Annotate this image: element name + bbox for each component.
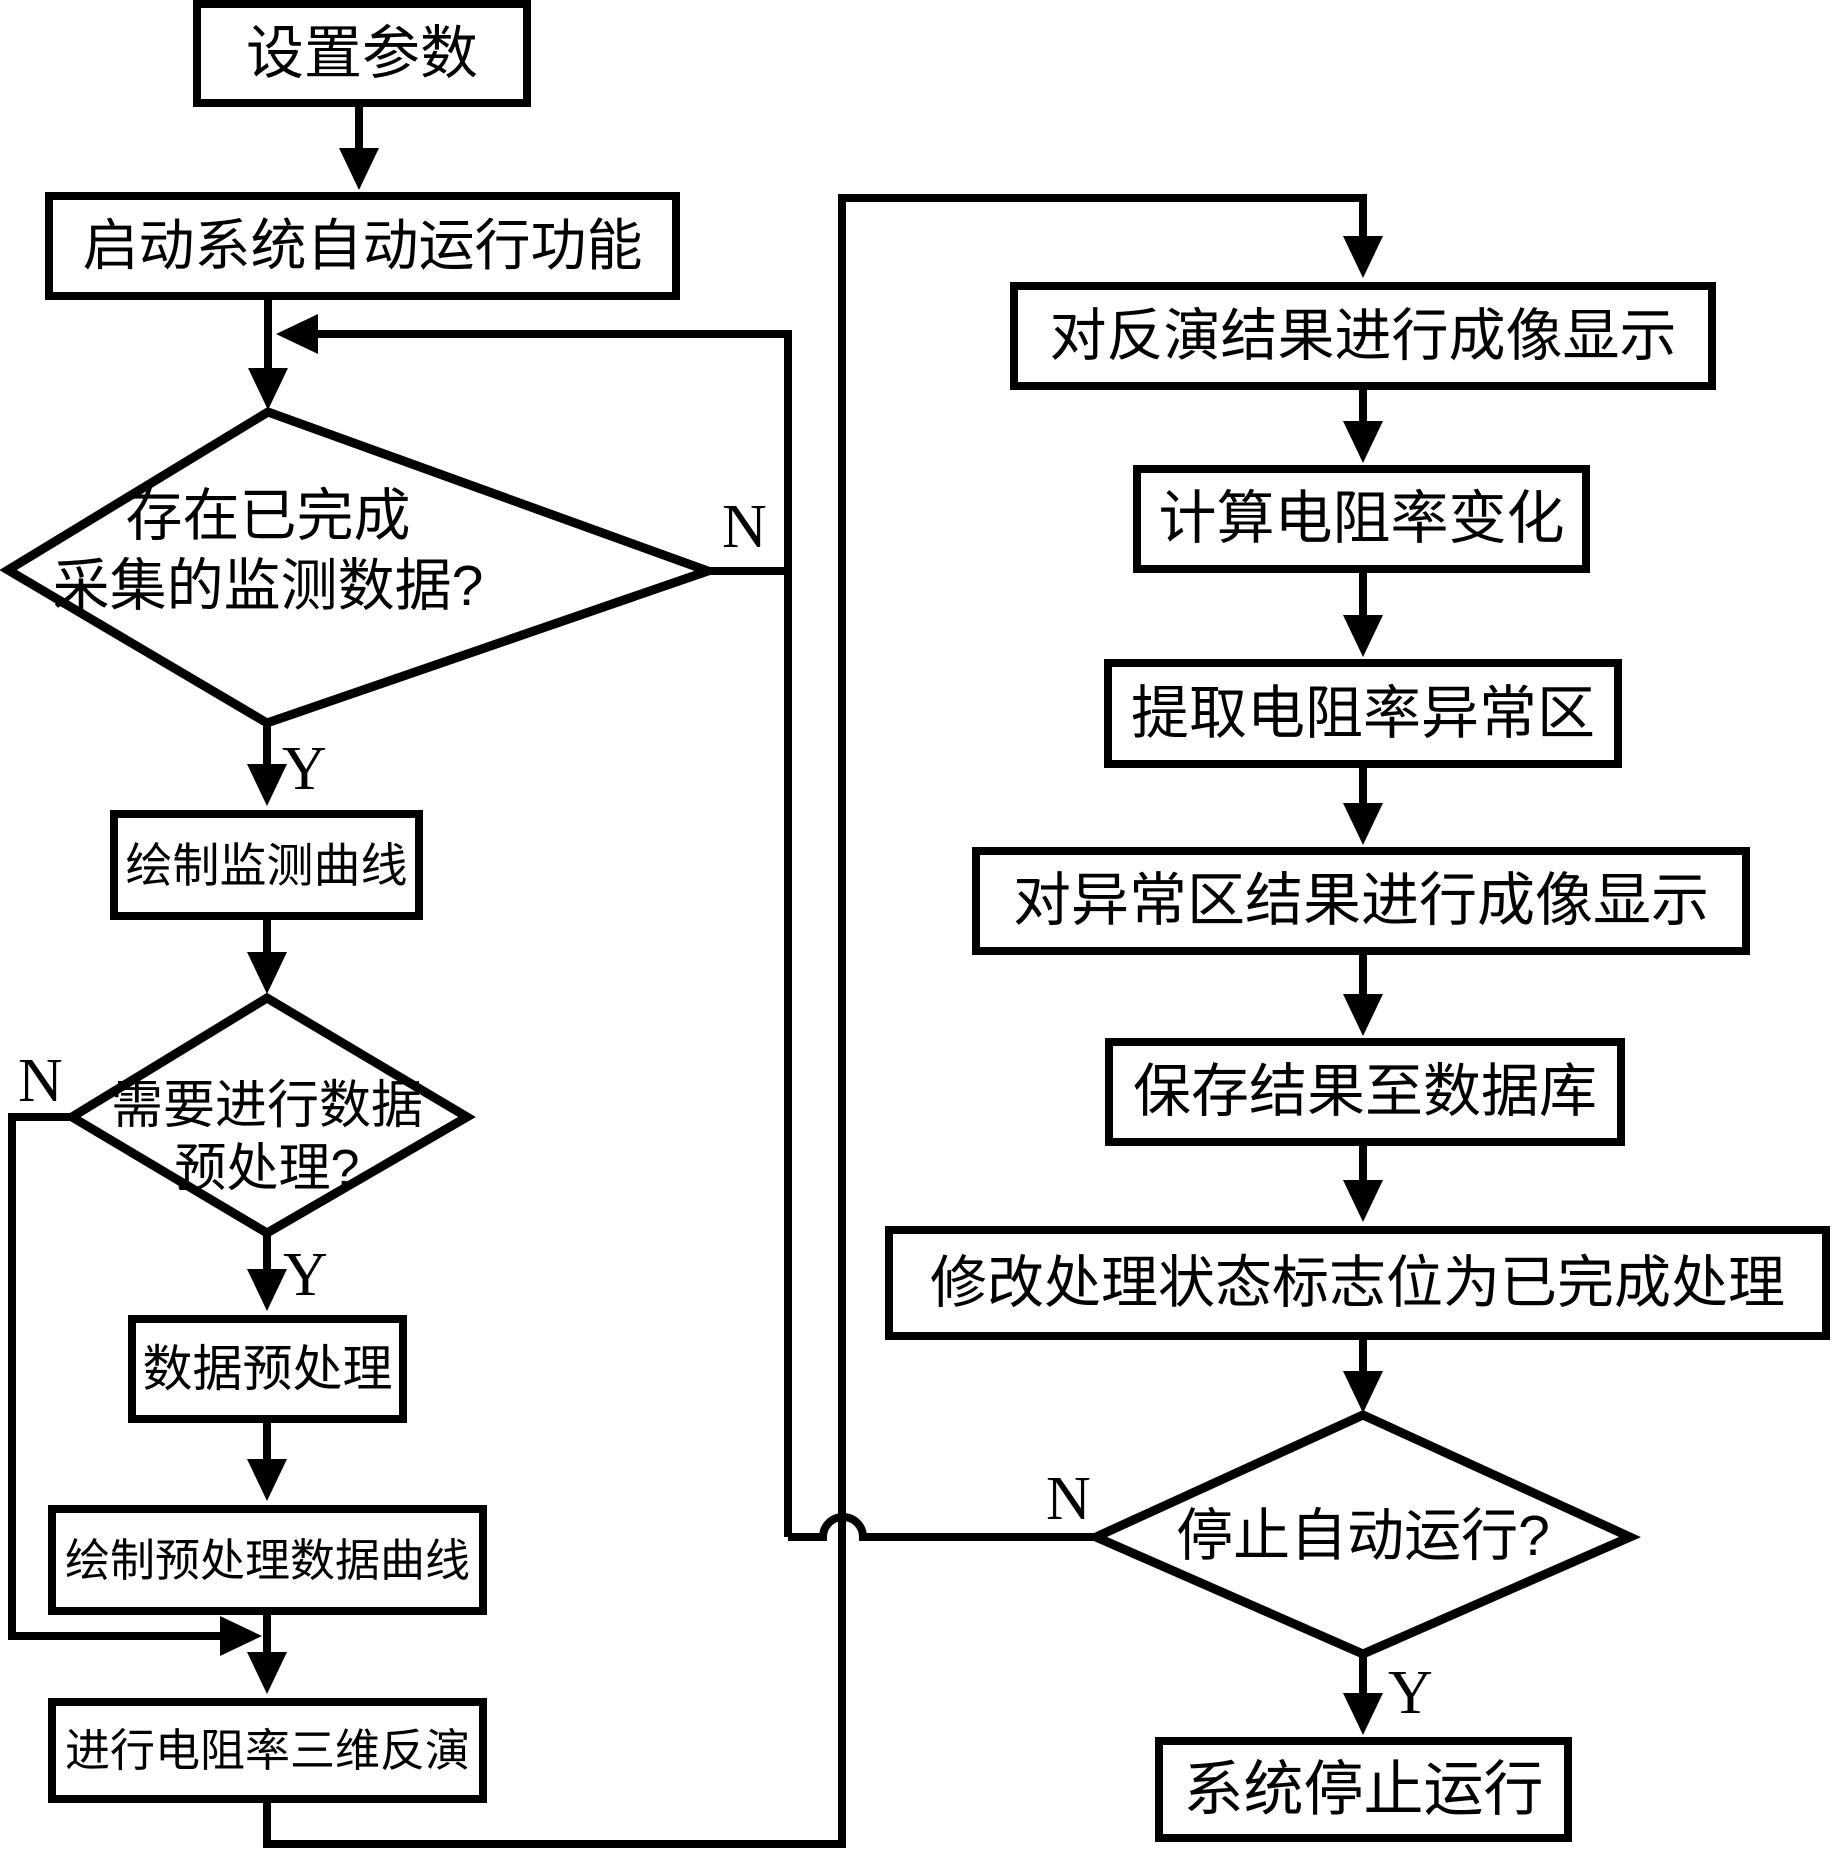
arrowhead-into-drawcurve: [247, 764, 287, 806]
decision-has-data-text: 存在已完成 采集的监测数据?: [28, 478, 508, 626]
node-set-processed-flag: 修改处理状态标志位为已完成处理: [885, 1226, 1830, 1340]
arrowheads: [220, 148, 1383, 1735]
decision-stop-auto-shape: [1084, 1410, 1642, 1659]
arrowhead-into-r4: [1343, 803, 1383, 845]
decision-stop-auto-line1: 停止自动运行?: [1176, 1504, 1550, 1569]
arrowhead-into-drawpre: [247, 1459, 287, 1501]
node-save-to-database: 保存结果至数据库: [1105, 1038, 1625, 1146]
label-need-preprocess-no: N: [18, 1047, 63, 1115]
edge-inversion-showresult-route: [263, 194, 1367, 1848]
node-show-anomaly-result: 对异常区结果进行成像显示: [972, 847, 1750, 955]
label-stop-auto-no: N: [1046, 1465, 1091, 1533]
arrowhead-into-r3: [1343, 615, 1383, 657]
label-has-data-no: N: [722, 493, 767, 561]
decision-stop-auto-text: 停止自动运行?: [1113, 1502, 1613, 1572]
decision-has-data-shape: [0, 407, 722, 728]
edge-feedback-loop: [316, 330, 792, 1537]
arrowhead-into-r5: [1343, 994, 1383, 1036]
decision-shapes: [0, 407, 1642, 1659]
arrowhead-merge-right: [220, 1616, 262, 1656]
arrowhead-into-r6: [1343, 1180, 1383, 1222]
arrowhead-into-preprocess: [247, 1269, 287, 1311]
arrowhead-into-systemstop: [1343, 1693, 1383, 1735]
arrowhead-into-hasdata: [248, 368, 288, 410]
decision-need-preprocess-line2: 预处理?: [174, 1140, 360, 1198]
arrowhead-into-r2: [1343, 421, 1383, 463]
label-stop-auto-yes: Y: [1388, 1659, 1433, 1727]
label-has-data-yes: Y: [282, 735, 327, 803]
edges: [8, 107, 1367, 1848]
edge-needpre-no-route: [8, 1113, 224, 1640]
node-show-inversion-result: 对反演结果进行成像显示: [1010, 282, 1716, 390]
arrowhead-into-needpre: [247, 952, 287, 994]
node-draw-preprocessed-curve: 绘制预处理数据曲线: [48, 1505, 487, 1615]
node-preprocess: 数据预处理: [128, 1315, 407, 1423]
arrowhead-into-stopq: [1343, 1371, 1383, 1413]
node-extract-anomaly-zone: 提取电阻率异常区: [1104, 659, 1622, 768]
edge-stopq-no: [788, 1513, 1096, 1541]
arrowhead-into-inversion: [247, 1652, 287, 1694]
node-run-3d-inversion: 进行电阻率三维反演: [48, 1698, 487, 1803]
decision-need-preprocess-text: 需要进行数据 预处理?: [67, 1073, 467, 1203]
arrowhead-into-r1: [1343, 236, 1383, 278]
arrowhead-into-startauto: [339, 148, 379, 190]
decision-has-data-line1: 存在已完成: [125, 484, 411, 549]
label-need-preprocess-yes: Y: [283, 1241, 328, 1309]
arrowhead-merge-left: [276, 314, 318, 354]
node-system-stop: 系统停止运行: [1155, 1737, 1572, 1842]
node-set-parameters: 设置参数: [193, 0, 531, 107]
node-calc-resistivity-change: 计算电阻率变化: [1133, 465, 1590, 573]
decision-has-data-line2: 采集的监测数据?: [52, 554, 484, 618]
decision-need-preprocess-shape: [63, 992, 476, 1239]
node-start-auto-run: 启动系统自动运行功能: [45, 192, 680, 300]
decision-need-preprocess-line1: 需要进行数据: [110, 1076, 423, 1135]
node-draw-monitor-curve: 绘制监测曲线: [110, 810, 423, 920]
